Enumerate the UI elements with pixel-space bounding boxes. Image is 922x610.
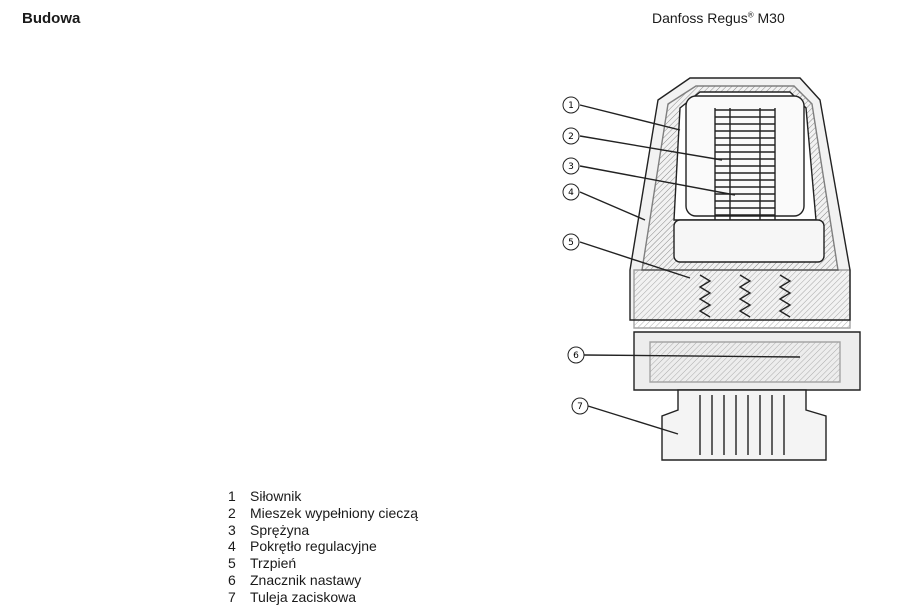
product-model: M30 bbox=[753, 10, 785, 26]
legend-item: 4 Pokrętło regulacyjne bbox=[228, 538, 418, 555]
legend-number: 5 bbox=[228, 555, 236, 572]
legend-item: 7 Tuleja zaciskowa bbox=[228, 589, 418, 606]
legend-number: 6 bbox=[228, 571, 236, 588]
callout-5: 5 bbox=[562, 233, 580, 251]
callout-4-label: 4 bbox=[568, 188, 574, 198]
legend-label: Trzpień bbox=[250, 555, 297, 572]
sleeve-ribs bbox=[699, 395, 785, 455]
legend-item: 1 Siłownik bbox=[228, 488, 418, 505]
legend-number: 4 bbox=[228, 538, 236, 555]
legend-number: 3 bbox=[228, 521, 236, 538]
product-name: Danfoss Regus® M30 bbox=[652, 10, 785, 26]
legend-number: 1 bbox=[228, 488, 236, 504]
callout-2: 2 bbox=[562, 127, 580, 145]
legend-label: Sprężyna bbox=[250, 521, 310, 538]
callout-3-label: 3 bbox=[568, 162, 574, 172]
section-title: Budowa bbox=[22, 10, 81, 27]
callout-4: 4 bbox=[562, 183, 580, 201]
legend-number: 2 bbox=[228, 504, 236, 521]
cross-section-drawing: 1 2 3 4 5 6 7 bbox=[562, 77, 861, 461]
legend-label: Znacznik nastawy bbox=[250, 571, 362, 588]
legend-label: Siłownik bbox=[250, 488, 302, 504]
callout-6-label: 6 bbox=[573, 351, 579, 361]
legend-item: 3 Sprężyna bbox=[228, 522, 418, 539]
legend-item: 2 Mieszek wypełniony cieczą bbox=[228, 505, 418, 522]
registered-mark: ® bbox=[747, 10, 754, 20]
callout-7: 7 bbox=[571, 397, 589, 415]
legend-item: 6 Znacznik nastawy bbox=[228, 572, 418, 589]
callout-1-label: 1 bbox=[568, 101, 574, 111]
callout-5-label: 5 bbox=[568, 238, 574, 248]
legend-label: Mieszek wypełniony cieczą bbox=[250, 504, 419, 521]
product-brand: Danfoss Regus bbox=[652, 10, 748, 26]
legend-item: 5 Trzpień bbox=[228, 555, 418, 572]
callout-2-label: 2 bbox=[568, 132, 574, 142]
callout-1: 1 bbox=[562, 96, 580, 114]
legend-label: Tuleja zaciskowa bbox=[250, 588, 357, 605]
callout-6: 6 bbox=[567, 346, 585, 364]
parts-legend: 1 Siłownik 2 Mieszek wypełniony cieczą 3 Sp… bbox=[228, 488, 418, 606]
spring-coils bbox=[698, 274, 792, 318]
callout-3: 3 bbox=[562, 157, 580, 175]
legend-label: Pokrętło regulacyjne bbox=[250, 538, 377, 555]
legend-number: 7 bbox=[228, 588, 236, 605]
callout-7-label: 7 bbox=[577, 402, 583, 412]
